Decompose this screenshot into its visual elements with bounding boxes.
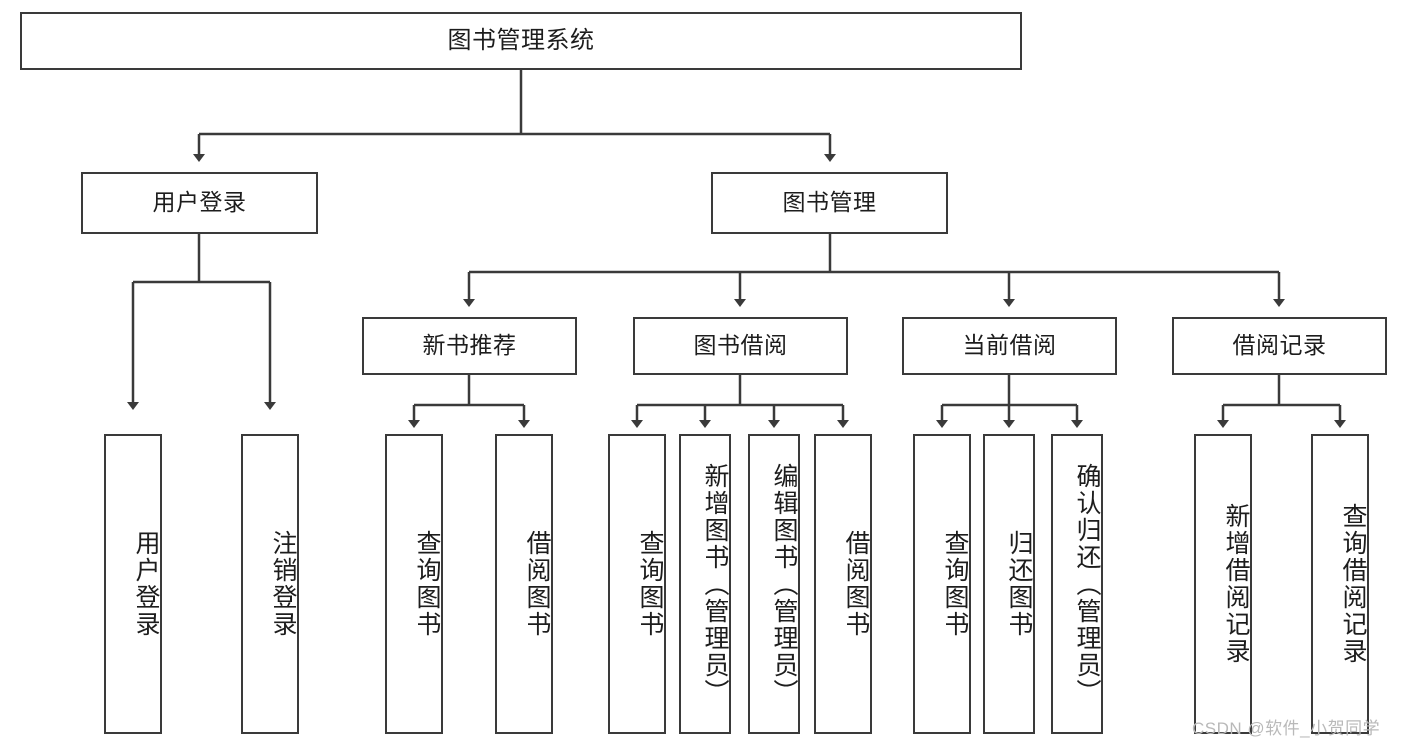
node-label: 新增借阅记录: [1222, 503, 1250, 665]
leaf-return-book[interactable]: 归还图书: [983, 434, 1035, 734]
leaf-confirm-return-admin[interactable]: 确认归还（管理员）: [1051, 434, 1103, 734]
leaf-logout[interactable]: 注销登录: [241, 434, 299, 734]
node-book-borrow[interactable]: 图书借阅: [633, 317, 848, 375]
node-label: 新书推荐: [422, 332, 517, 359]
node-label: 确认归还（管理员）: [1073, 462, 1101, 706]
node-book-management[interactable]: 图书管理: [711, 172, 948, 234]
leaf-borrow-book[interactable]: 借阅图书: [814, 434, 872, 734]
node-borrow-records[interactable]: 借阅记录: [1172, 317, 1387, 375]
leaf-borrow-book-recommend[interactable]: 借阅图书: [495, 434, 553, 734]
node-label: 用户登录: [152, 189, 247, 216]
node-new-book-recommend[interactable]: 新书推荐: [362, 317, 577, 375]
leaf-edit-book-admin[interactable]: 编辑图书（管理员）: [748, 434, 800, 734]
leaf-query-book-current[interactable]: 查询图书: [913, 434, 971, 734]
node-label: 借阅图书: [842, 530, 870, 638]
node-label: 用户登录: [132, 530, 160, 638]
node-current-borrow[interactable]: 当前借阅: [902, 317, 1117, 375]
node-label: 注销登录: [269, 530, 297, 638]
node-label: 图书管理系统: [447, 26, 595, 54]
node-label: 借阅图书: [523, 530, 551, 638]
node-label: 新增图书（管理员）: [701, 462, 729, 706]
leaf-add-book-admin[interactable]: 新增图书（管理员）: [679, 434, 731, 734]
node-label: 查询借阅记录: [1339, 503, 1367, 665]
node-user-login[interactable]: 用户登录: [81, 172, 318, 234]
watermark-text: CSDN @软件_小贺同学: [1192, 719, 1381, 738]
node-label: 借阅记录: [1232, 332, 1327, 359]
leaf-query-book-borrow[interactable]: 查询图书: [608, 434, 666, 734]
leaf-add-borrow-record[interactable]: 新增借阅记录: [1194, 434, 1252, 734]
node-label: 查询图书: [941, 530, 969, 638]
node-label: 查询图书: [636, 530, 664, 638]
node-label: 查询图书: [413, 530, 441, 638]
node-label: 编辑图书（管理员）: [770, 462, 798, 706]
node-label: 图书管理: [782, 189, 877, 216]
node-root-system[interactable]: 图书管理系统: [20, 12, 1022, 70]
node-label: 图书借阅: [693, 332, 788, 359]
leaf-query-borrow-record[interactable]: 查询借阅记录: [1311, 434, 1369, 734]
node-label: 归还图书: [1005, 530, 1033, 638]
leaf-user-login[interactable]: 用户登录: [104, 434, 162, 734]
leaf-query-book-recommend[interactable]: 查询图书: [385, 434, 443, 734]
node-label: 当前借阅: [962, 332, 1057, 359]
